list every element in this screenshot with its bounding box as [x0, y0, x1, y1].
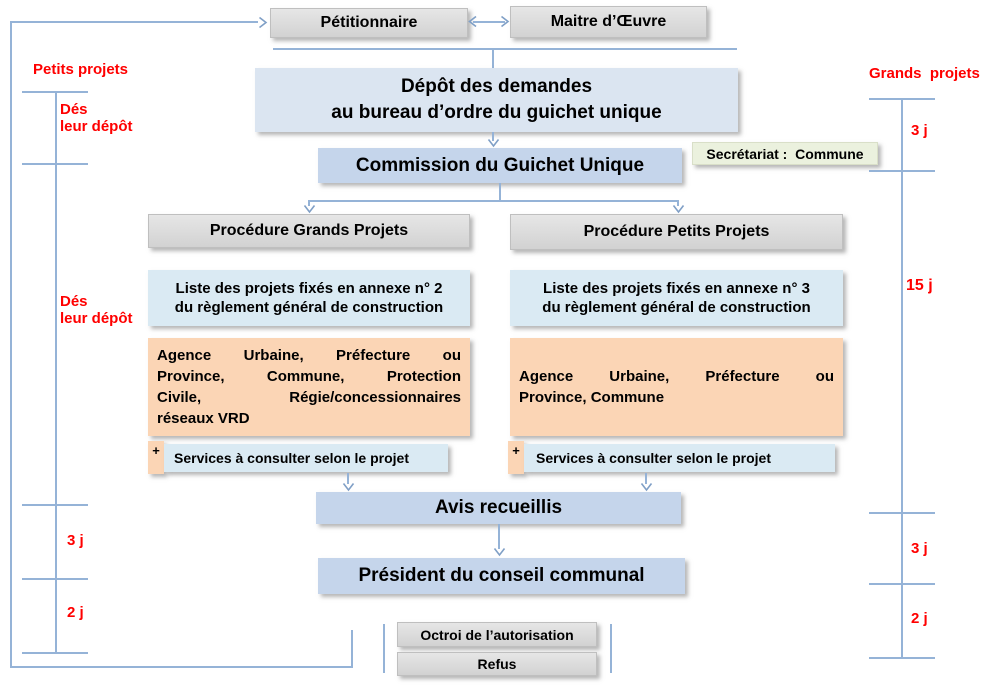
split-horizontal [308, 200, 678, 202]
box-octroi: Octroi de l’autorisation [397, 622, 597, 647]
loop-line-top-horizontal [10, 21, 258, 23]
liste3-line1: Liste des projets fixés en annexe n° 3 [543, 280, 810, 297]
box-refus: Refus [397, 652, 597, 676]
arrow-down-icon [672, 204, 685, 214]
loop-line-bottom-horizontal [10, 666, 353, 668]
agences-petits-line2: Province, Commune [519, 389, 665, 406]
box-maitre-oeuvre: Maitre d’Œuvre [510, 6, 707, 38]
timeline-left-axis [55, 91, 57, 652]
timeline-right-3j-label-1: 3 j [911, 122, 928, 139]
timeline-left-tick-5 [22, 652, 88, 654]
agences-grands-line4: réseaux VRD [157, 410, 250, 427]
avis-president-line [498, 524, 500, 549]
timeline-left-title: Petits projets [33, 61, 129, 78]
segment1-line2: leur dépôt [60, 118, 133, 135]
box-liste-annexe-2: Liste des projets fixés en annexe n° 2 d… [148, 270, 470, 326]
double-arrow-line [473, 21, 505, 23]
timeline-right-tick-2 [869, 170, 935, 172]
box-liste-annexe-3: Liste des projets fixés en annexe n° 3 d… [510, 270, 843, 326]
avis-label: Avis recueillis [434, 497, 563, 518]
agences-petits-line1: Agence Urbaine, Préfecture ou [519, 368, 834, 385]
split-stub-vertical [499, 183, 501, 200]
services-grands-avis-line [347, 473, 349, 484]
timeline-left-tick-1 [22, 91, 88, 93]
plus-tab-petits: + [508, 441, 524, 474]
loop-line-bottom-stub [351, 630, 353, 668]
bracket-right [610, 624, 612, 673]
box-agences-grands: Agence Urbaine, Préfecture ou Province, … [148, 338, 470, 436]
president-label: Président du conseil communal [358, 565, 645, 586]
box-agences-petits: Agence Urbaine, Préfecture ou Province, … [510, 338, 843, 436]
depot-line1: Dépôt des demandes [400, 76, 593, 97]
plus-label: + [512, 443, 520, 458]
plus-tab-grands: + [148, 441, 164, 474]
box-services-petits: Services à consulter selon le projet [524, 444, 835, 472]
agences-grands-line1: Agence Urbaine, Préfecture ou [157, 347, 461, 364]
timeline-left-tick-4 [22, 578, 88, 580]
petitionnaire-label: Pétitionnaire [320, 14, 418, 31]
arrow-down-icon [640, 482, 653, 492]
split-right-drop [677, 200, 679, 206]
bracket-left [383, 624, 385, 673]
loop-line-left-vertical [10, 22, 12, 667]
split-left-drop [308, 200, 310, 206]
timeline-right-2j-label: 2 j [911, 610, 928, 627]
segment1-line1: Dés [60, 101, 88, 118]
box-secretariat: Secrétariat : Commune [692, 142, 878, 165]
procedure-petits-label: Procédure Petits Projets [583, 223, 770, 240]
arrow-right-icon [500, 15, 510, 28]
arrow-down-icon [493, 547, 506, 557]
box-avis: Avis recueillis [316, 492, 681, 524]
octroi-label: Octroi de l’autorisation [420, 626, 574, 643]
plus-label: + [152, 443, 160, 458]
timeline-left-tick-3 [22, 504, 88, 506]
box-procedure-grands: Procédure Grands Projets [148, 214, 470, 248]
procedure-grands-label: Procédure Grands Projets [209, 222, 409, 239]
box-president: Président du conseil communal [318, 558, 685, 594]
timeline-right-15j-label: 15 j [906, 277, 933, 294]
maitre-oeuvre-label: Maitre d’Œuvre [550, 13, 667, 30]
depot-line2: au bureau d’ordre du guichet unique [331, 102, 662, 123]
secretariat-label: Secrétariat : Commune [706, 145, 864, 162]
arrow-down-icon [303, 204, 316, 214]
agences-grands-line3: Civile, Régie/concessionnaires [157, 389, 461, 406]
box-procedure-petits: Procédure Petits Projets [510, 214, 843, 250]
timeline-right-title: Grands projets [869, 65, 980, 82]
depot-commission-line [492, 132, 494, 141]
timeline-right-tick-3 [869, 512, 935, 514]
timeline-right-3j-label-2: 3 j [911, 540, 928, 557]
arrow-left-icon [468, 15, 478, 28]
box-depot-demandes: Dépôt des demandes au bureau d’ordre du … [255, 68, 738, 132]
commission-label: Commission du Guichet Unique [355, 154, 645, 176]
refus-label: Refus [477, 656, 517, 672]
timeline-right-axis [901, 98, 903, 657]
services-petits-label: Services à consulter selon le projet [536, 450, 771, 466]
timeline-right-tick-5 [869, 657, 935, 659]
agences-grands-line2: Province, Commune, Protection [157, 368, 461, 385]
arrow-right-icon [258, 16, 268, 29]
liste3-line2: du règlement général de construction [542, 299, 811, 316]
top-connector-horizontal [273, 48, 737, 50]
timeline-left-2j-label: 2 j [67, 604, 84, 621]
box-petitionnaire: Pétitionnaire [270, 8, 468, 38]
liste2-line1: Liste des projets fixés en annexe n° 2 [175, 280, 443, 297]
arrow-down-icon [342, 482, 355, 492]
timeline-left-tick-2 [22, 163, 88, 165]
services-grands-label: Services à consulter selon le projet [174, 450, 409, 466]
top-connector-vertical [492, 48, 494, 68]
segment2-line2: leur dépôt [60, 310, 133, 327]
timeline-left-3j-label: 3 j [67, 532, 84, 549]
box-commission: Commission du Guichet Unique [318, 148, 682, 183]
arrow-down-icon [487, 138, 500, 148]
liste2-line2: du règlement général de construction [174, 299, 444, 316]
services-petits-avis-line [645, 473, 647, 484]
segment2-line1: Dés [60, 293, 88, 310]
timeline-right-tick-1 [869, 98, 935, 100]
timeline-right-tick-4 [869, 583, 935, 585]
box-services-grands: Services à consulter selon le projet [164, 444, 448, 472]
